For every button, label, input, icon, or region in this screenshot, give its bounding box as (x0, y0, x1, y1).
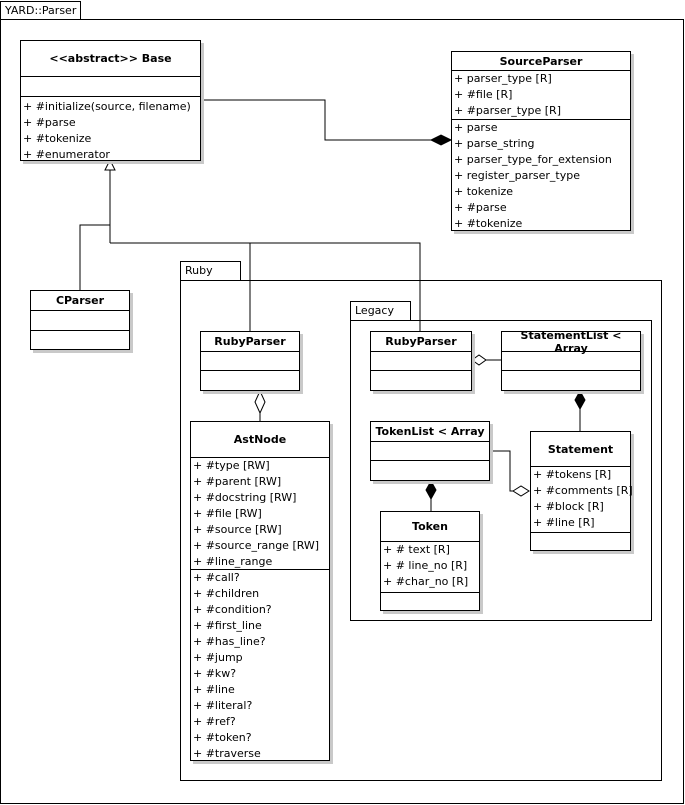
operation: + parser_type_for_extension (454, 153, 612, 166)
class-ast-node-operations: + #call? + #children + #condition? + #fi… (191, 570, 329, 762)
attribute: + #file [R] (454, 88, 513, 101)
class-c-parser-attributes (31, 311, 129, 331)
class-token-list-name: TokenList < Array (371, 422, 489, 442)
attribute: + #line_range (193, 555, 273, 568)
attribute: + #type [RW] (193, 459, 270, 472)
operation: + #line (193, 683, 235, 696)
class-ruby-parser-name: RubyParser (201, 332, 299, 352)
generalization-arrowhead (104, 158, 116, 171)
operation: + #condition? (193, 603, 272, 616)
operation: + #jump (193, 651, 243, 664)
class-ast-node-attributes: + #type [RW] + #parent [RW] + #docstring… (191, 458, 329, 570)
attribute: + #file [RW] (193, 507, 262, 520)
attribute: + # text [R] (383, 543, 450, 556)
class-token-attributes: + # text [R] + # line_no [R] + #char_no … (381, 542, 479, 593)
attribute: + #docstring [RW] (193, 491, 297, 504)
class-statement-list-operations (502, 371, 640, 390)
class-ruby-parser-attributes (201, 352, 299, 371)
attribute: + #line [R] (533, 516, 595, 529)
package-tab-yard: YARD::Parser (0, 1, 81, 20)
class-legacy-ruby-parser-name: RubyParser (371, 332, 471, 352)
aggregation-diamond-statement (512, 485, 530, 497)
composition-diamond-statementlist (574, 389, 586, 411)
package-yard (0, 19, 684, 804)
class-base-operations: + #initialize(source, filename) + #parse… (21, 97, 200, 163)
attribute: + #comments [R] (533, 484, 633, 497)
attribute: + #source_range [RW] (193, 539, 320, 552)
class-source-parser-attributes: + parser_type [R] + #file [R] + #parser_… (452, 71, 630, 120)
class-c-parser: CParser (30, 290, 130, 350)
operation: + #initialize(source, filename) (23, 100, 191, 113)
operation: + #kw? (193, 667, 237, 680)
class-ruby-parser-operations (201, 371, 299, 390)
composition-base-sourceparser (201, 99, 432, 141)
attribute: + #parser_type [R] (454, 104, 561, 117)
class-statement-list-attributes (502, 352, 640, 371)
package-tab-ruby: Ruby (180, 261, 241, 281)
class-statement-list: StatementList < Array (501, 329, 641, 391)
generalization-branch-legacy-rubyparser (250, 242, 421, 331)
class-ruby-parser: RubyParser (200, 331, 300, 391)
generalization-branch-cparser (79, 224, 110, 290)
operation: + #tokenize (23, 132, 92, 145)
class-legacy-ruby-parser-operations (371, 371, 471, 390)
class-statement: Statement + #tokens [R] + #comments [R] … (530, 431, 633, 551)
operation: + #token? (193, 731, 252, 744)
composition-diamond-tokenlist (425, 479, 437, 501)
class-token-list: TokenList < Array (370, 421, 490, 481)
class-token-list-operations (371, 461, 489, 480)
class-ast-node: AstNode + #type [RW] + #parent [RW] + #d… (190, 421, 330, 761)
operation: + tokenize (454, 185, 514, 198)
aggregation-diamond-legacy (471, 354, 487, 366)
class-base-name: <<abstract>> Base (21, 41, 200, 77)
class-base: <<abstract>> Base + #initialize(source, … (20, 40, 201, 161)
attribute: + #source [RW] (193, 523, 282, 536)
operation: + parse_string (454, 137, 535, 150)
operation: + #call? (193, 571, 240, 584)
operation: + #tokenize (454, 217, 523, 230)
class-c-parser-operations (31, 331, 129, 349)
operation: + parse (454, 121, 498, 134)
aggregation-statement-tokenlist (490, 450, 513, 492)
operation: + #first_line (193, 619, 262, 632)
operation: + #literal? (193, 699, 253, 712)
class-base-attributes (21, 77, 200, 97)
class-token-name: Token (381, 512, 479, 542)
package-tab-legacy: Legacy (350, 301, 411, 321)
class-statement-attributes: + #tokens [R] + #comments [R] + #block [… (531, 467, 633, 533)
aggregation-diamond-rubyparser (254, 389, 266, 415)
attribute: + #block [R] (533, 500, 604, 513)
class-legacy-ruby-parser: RubyParser (370, 331, 472, 391)
class-statement-list-name: StatementList < Array (502, 329, 640, 355)
operation: + #traverse (193, 747, 261, 760)
attribute: + # line_no [R] (383, 559, 468, 572)
operation: + register_parser_type (454, 169, 580, 182)
operation: + #enumerator (23, 148, 110, 161)
package-ruby (180, 280, 662, 781)
class-legacy-ruby-parser-attributes (371, 352, 471, 371)
class-source-parser-name: SourceParser (452, 52, 630, 71)
attribute: + #parent [RW] (193, 475, 282, 488)
class-source-parser-operations: + parse + parse_string + parser_type_for… (452, 120, 630, 232)
operation: + #parse (454, 201, 507, 214)
attribute: + #tokens [R] (533, 468, 612, 481)
operation: + #ref? (193, 715, 236, 728)
class-statement-name: Statement (531, 432, 630, 467)
operation: + #parse (23, 116, 76, 129)
class-c-parser-name: CParser (31, 291, 129, 311)
class-source-parser: SourceParser + parser_type [R] + #file [… (451, 51, 631, 231)
composition-diamond-sourceparser (429, 134, 453, 146)
class-ast-node-name: AstNode (191, 422, 329, 458)
class-token-list-attributes (371, 442, 489, 461)
attribute: + parser_type [R] (454, 72, 552, 85)
operation: + #children (193, 587, 260, 600)
attribute: + #char_no [R] (383, 575, 469, 588)
package-legacy (350, 320, 652, 621)
operation: + #has_line? (193, 635, 266, 648)
class-token: Token + # text [R] + # line_no [R] + #ch… (380, 511, 480, 611)
